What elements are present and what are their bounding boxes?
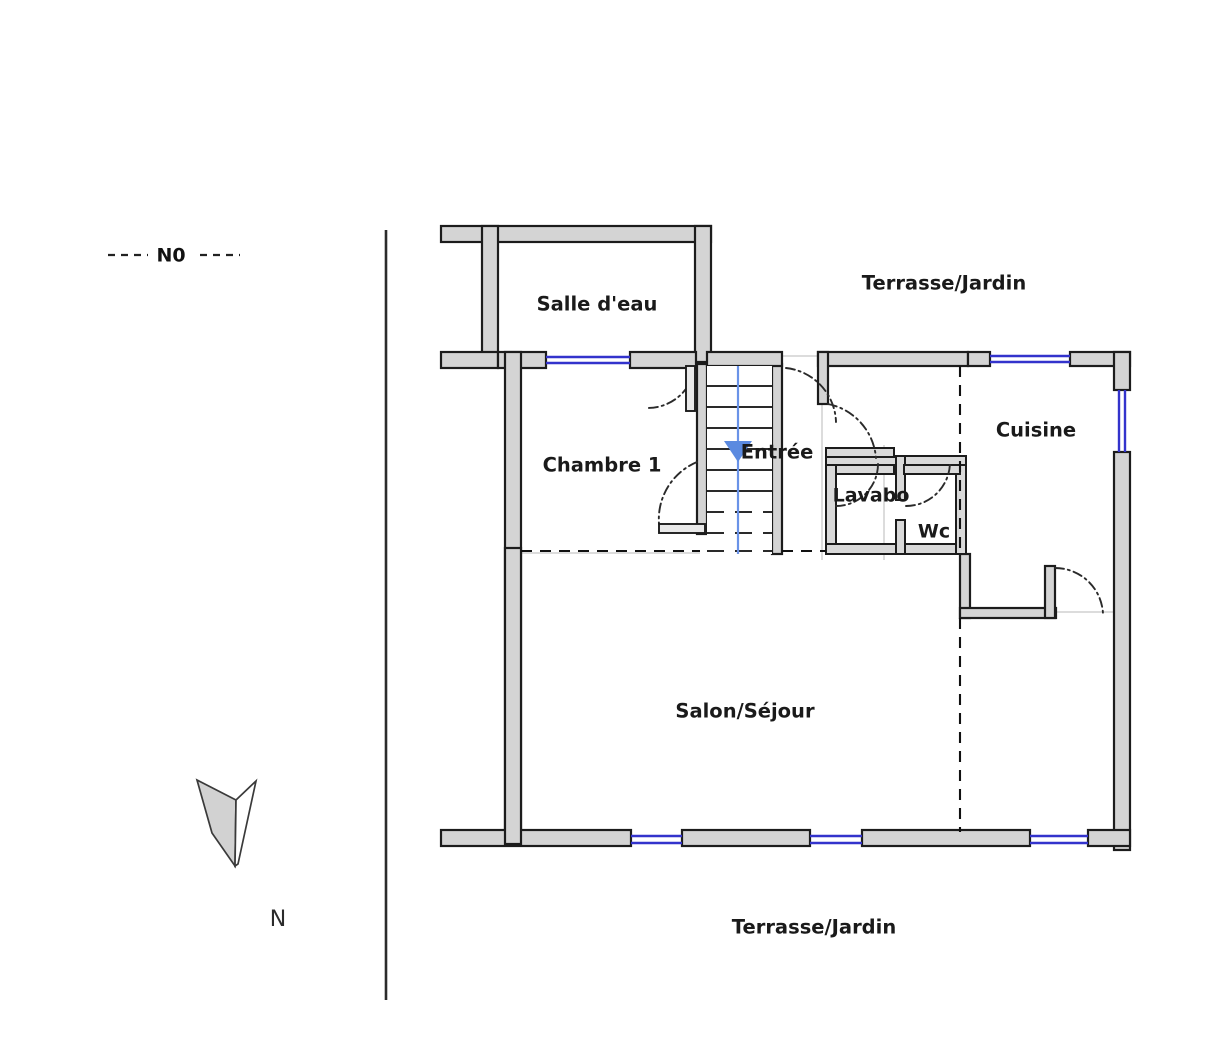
wall-entry-north <box>816 350 970 368</box>
wall-lavabo-stub-top <box>825 447 895 458</box>
wall-lavabo-wc-divider-lower <box>895 519 906 555</box>
door-arc-chambre <box>657 461 698 525</box>
door-arc-wc <box>905 461 951 507</box>
wall-cuisine-partition-h <box>958 606 1058 620</box>
windows <box>546 354 1127 845</box>
staircase <box>707 366 772 554</box>
level-label: N0 <box>156 245 185 267</box>
wall-south-seg-3 <box>860 828 1032 848</box>
door-arc-cuisine-salon <box>1054 567 1104 615</box>
wall-stair-left <box>695 362 709 536</box>
compass-needle-light <box>234 778 258 868</box>
wall-stair-head <box>705 350 784 368</box>
exterior-label-terrasse-bottom: Terrasse/Jardin <box>732 916 896 939</box>
compass-north-label: N <box>270 907 286 932</box>
room-label-salle-deau: Salle d'eau <box>537 293 658 316</box>
walls <box>439 224 1132 852</box>
wall-cuisine-top-left <box>966 350 992 368</box>
wall-east-upper <box>1112 350 1132 392</box>
level-marker: N0 <box>108 245 240 267</box>
wall-south-seg-2 <box>680 828 812 848</box>
dashed-boundaries <box>521 366 962 832</box>
door-arc-lavabo <box>835 463 879 507</box>
wall-south-seg-1 <box>439 828 633 848</box>
room-label-entree: Entrée <box>741 441 814 464</box>
door-leaf-salle-deau <box>685 365 696 412</box>
room-label-salon-sejour: Salon/Séjour <box>675 700 815 723</box>
door-arc-entry-east <box>785 367 837 423</box>
wall-wc-stub-inner <box>903 464 961 475</box>
room-label-cuisine: Cuisine <box>996 419 1076 442</box>
stair-shaft-fill <box>707 366 772 554</box>
wall-salle-deau-right <box>693 224 713 364</box>
wall-salle-deau-left <box>480 224 500 359</box>
wall-salon-west <box>503 546 523 846</box>
room-label-lavabo: Lavabo <box>833 485 910 507</box>
wall-chambre-top-right <box>628 350 698 370</box>
compass-rose: N <box>195 778 286 932</box>
room-label-wc: Wc <box>918 521 950 543</box>
compass-needle-dark <box>195 778 237 869</box>
wall-cuisine-door-jamb <box>1043 564 1057 620</box>
room-label-chambre-1: Chambre 1 <box>543 454 662 477</box>
exterior-labels: Terrasse/Jardin Terrasse/Jardin <box>732 272 1026 939</box>
stair-direction-arrow-down <box>724 441 752 462</box>
wall-west-stub-upper <box>439 350 500 370</box>
wall-lavabo-stub-inner <box>835 464 895 475</box>
door-arc-entry-north <box>827 403 877 459</box>
door-leaf-chambre <box>658 523 706 534</box>
wall-south-seg-4 <box>1086 828 1132 848</box>
exterior-label-terrasse-top: Terrasse/Jardin <box>862 272 1026 295</box>
wall-lavabo-wc-divider <box>895 455 906 501</box>
room-labels: Salle d'eau Chambre 1 Entrée Lavabo Wc C… <box>537 293 1077 723</box>
wall-entry-jamb <box>816 350 830 406</box>
doors <box>647 365 1104 615</box>
wall-east-lower <box>1112 450 1132 852</box>
